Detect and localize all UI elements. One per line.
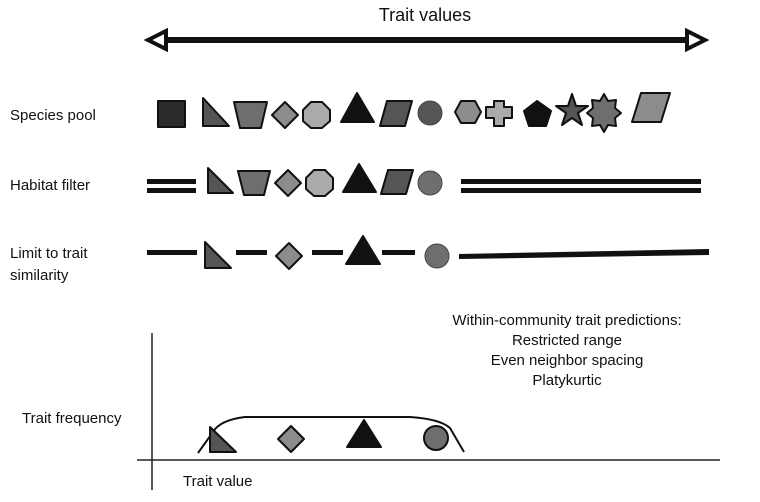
trait-frequency-plot: Trait frequency Trait value xyxy=(22,333,720,490)
square-shape xyxy=(157,100,186,128)
triangle-shape xyxy=(345,235,381,265)
limit-similarity-label-2: similarity xyxy=(10,267,69,284)
prediction-item: Even neighbor spacing xyxy=(491,352,644,369)
triangle-shape xyxy=(346,419,382,448)
limit-similarity-row xyxy=(147,235,709,270)
line-segment xyxy=(312,250,343,255)
diamond-shape xyxy=(274,169,302,197)
prediction-item: Restricted range xyxy=(512,332,622,349)
x-axis-label: Trait value xyxy=(183,473,252,490)
species-pool-row xyxy=(157,92,671,133)
line-segment xyxy=(236,250,267,255)
circle-shape xyxy=(417,170,443,196)
trait-axis-double-arrow xyxy=(143,27,710,53)
triangle-shape xyxy=(340,92,375,123)
triangle-shape xyxy=(342,163,377,193)
predictions: Within-community trait predictions: Rest… xyxy=(452,312,681,389)
cross-shape xyxy=(485,100,513,127)
filter-double-line-right xyxy=(461,179,701,184)
right-triangle-shape xyxy=(204,241,232,269)
right-triangle-shape xyxy=(207,167,234,194)
star-shape xyxy=(555,93,589,126)
circle-shape xyxy=(424,243,450,269)
y-axis-label: Trait frequency xyxy=(22,410,122,427)
right-triangle-shape xyxy=(209,426,237,453)
limit-similarity-label-1: Limit to trait xyxy=(10,245,88,262)
eight-point-star-shape xyxy=(586,93,622,133)
trait-values-title: Trait values xyxy=(379,5,471,25)
prediction-item: Platykurtic xyxy=(532,372,602,389)
frequency-curve xyxy=(197,416,465,454)
parallelogram-shape xyxy=(379,100,413,127)
filter-double-line-left xyxy=(147,179,196,184)
line-segment xyxy=(382,250,415,255)
right-triangle-shape xyxy=(202,97,230,127)
species-pool-label: Species pool xyxy=(10,107,96,124)
trapezoid-shape xyxy=(233,101,268,129)
circle-shape xyxy=(423,425,449,451)
line-segment-long xyxy=(459,249,709,259)
pentagon-shape xyxy=(523,100,552,127)
predictions-title: Within-community trait predictions: xyxy=(452,312,681,329)
octagon-shape xyxy=(302,101,331,129)
trapezoid-shape xyxy=(237,170,271,196)
parallelogram-shape xyxy=(380,169,414,195)
circle-shape xyxy=(417,100,443,126)
large-parallelogram-shape xyxy=(631,92,671,123)
diamond-shape xyxy=(271,101,299,129)
habitat-filter-row xyxy=(147,163,701,197)
hexagon-shape xyxy=(454,100,482,124)
diamond-shape xyxy=(275,242,303,270)
octagon-shape xyxy=(305,169,334,197)
line-segment xyxy=(147,250,197,255)
diamond-shape xyxy=(277,425,305,453)
habitat-filter-label: Habitat filter xyxy=(10,177,90,194)
